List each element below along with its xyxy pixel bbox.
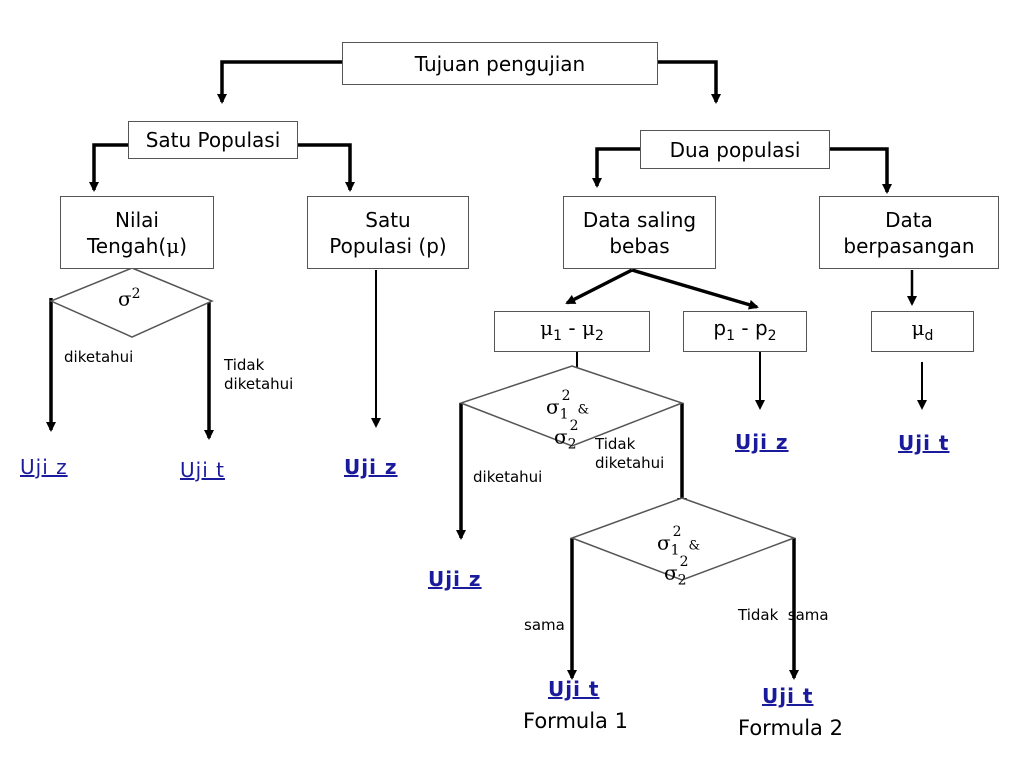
data-saling-bebas-box: Data saling bebas: [563, 196, 716, 269]
variance-diamond-left: [49, 267, 214, 338]
root-box: Tujuan pengujian: [342, 42, 658, 85]
uji-z-known-link[interactable]: Uji z: [428, 567, 482, 591]
variance-label-left: σ2: [118, 286, 141, 311]
uji-t-left-link[interactable]: Uji t: [180, 458, 225, 482]
dua-populasi-box: Dua populasi: [640, 130, 830, 169]
right-known-label: diketahui: [473, 468, 543, 486]
root-label: Tujuan pengujian: [414, 51, 586, 76]
uji-z-left-link[interactable]: Uji z: [20, 455, 68, 479]
variance-label-3-bottom: σ22: [664, 554, 689, 589]
satu-populasi-label: Satu Populasi: [145, 128, 281, 152]
p1-p2-label: p1 - p2: [713, 315, 777, 344]
data-berpasangan-box: Data berpasangan: [819, 196, 999, 269]
satu-populasi-p-label: Satu Populasi (p): [329, 207, 447, 258]
satu-populasi-box: Satu Populasi: [128, 121, 298, 159]
uji-t-formula1-link[interactable]: Uji t: [548, 677, 600, 701]
mu1-mu2-label: μ1 - μ2: [540, 315, 604, 344]
uji-z-p1p2-link[interactable]: Uji z: [735, 430, 789, 454]
not-equal-label: Tidak sama: [738, 606, 829, 624]
mu-d-box: μd: [871, 311, 974, 352]
mu1-mu2-box: μ1 - μ2: [494, 311, 650, 352]
data-saling-bebas-label: Data saling bebas: [582, 207, 697, 258]
equal-label: sama: [524, 616, 565, 634]
dua-populasi-label: Dua populasi: [669, 137, 801, 162]
data-berpasangan-label: Data berpasangan: [843, 207, 975, 258]
nilai-tengah-box: Nilai Tengah(μ): [60, 196, 214, 269]
nilai-tengah-label: Nilai Tengah(μ): [86, 207, 188, 258]
left-known-label: diketahui: [64, 348, 134, 366]
uji-t-paired-link[interactable]: Uji t: [898, 431, 950, 455]
formula-2-label: Formula 2: [738, 716, 843, 740]
variance-diamond-2: [458, 365, 685, 447]
mu-d-label: μd: [911, 315, 934, 344]
variance-label-2-bottom: σ22: [554, 418, 579, 453]
variance-label-3-top: σ12&: [657, 524, 701, 559]
uji-t-formula2-link[interactable]: Uji t: [762, 684, 814, 708]
uji-z-proportion-link[interactable]: Uji z: [344, 455, 398, 479]
variance-diamond-3: [569, 497, 797, 581]
variance-label-2-top: σ12&: [546, 388, 590, 423]
satu-populasi-p-box: Satu Populasi (p): [307, 196, 469, 269]
formula-1-label: Formula 1: [523, 709, 628, 733]
p1-p2-box: p1 - p2: [683, 311, 807, 352]
